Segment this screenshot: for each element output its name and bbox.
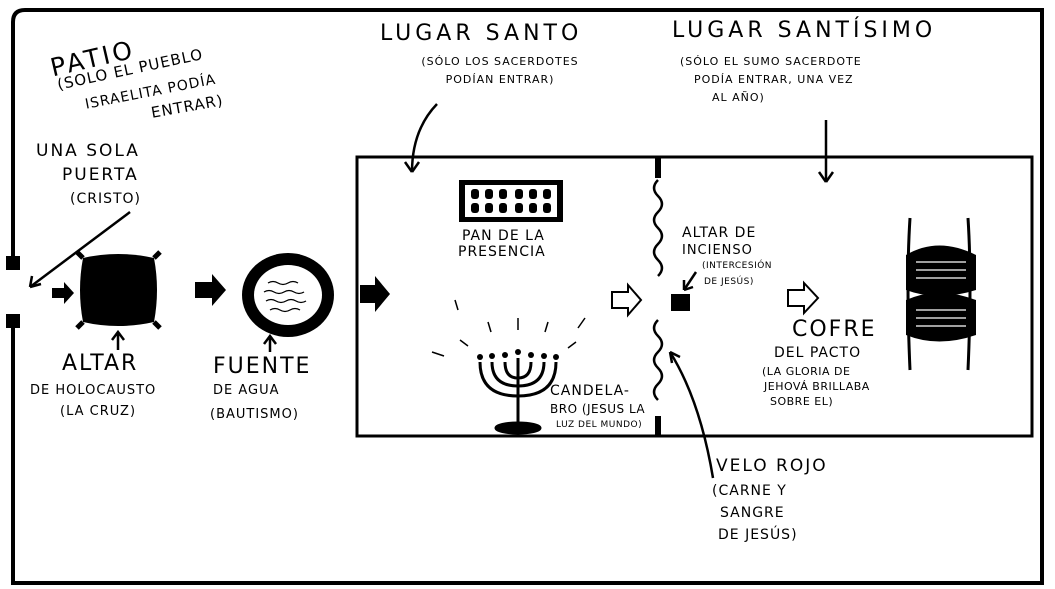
incense-label-2: INCIENSO xyxy=(682,243,753,258)
altar-of-incense xyxy=(671,294,690,311)
lampstand-label-2: BRO (JESUS LA xyxy=(550,402,646,416)
pointer-door-head xyxy=(28,275,42,289)
arrow-5 xyxy=(787,280,820,316)
holy-place-note-1: (SÓLO LOS SACERDOTES xyxy=(421,55,579,68)
pointer-altar xyxy=(111,329,125,350)
arrow-3 xyxy=(360,276,390,312)
bread-label-1: PAN DE LA xyxy=(462,228,545,244)
door-label-1: UNA SOLA xyxy=(36,141,140,161)
pointer-incense-head xyxy=(682,280,694,292)
ark-sub: DEL PACTO xyxy=(774,345,862,361)
ark-title: COFRE xyxy=(792,317,877,342)
lampstand-rays xyxy=(431,299,586,357)
incense-meaning-2: DE JESÚS) xyxy=(704,277,754,287)
ark-of-the-covenant xyxy=(906,217,976,371)
veil-title: VELO ROJO xyxy=(716,456,828,476)
pointer-holy-place xyxy=(410,103,438,173)
laver-title: FUENTE xyxy=(213,354,312,379)
door-post-bottom xyxy=(6,314,20,328)
pointer-holy-place-head xyxy=(403,161,421,173)
lampstand-label-3: LUZ DEL MUNDO) xyxy=(556,420,643,430)
altar-sub: DE HOLOCAUSTO xyxy=(30,383,157,398)
door-post-top xyxy=(6,256,20,270)
pointer-veil xyxy=(668,351,715,479)
ark-meaning-1: (LA GLORIA DE xyxy=(762,365,851,378)
pointer-most-holy-head xyxy=(817,171,835,183)
pointer-arrows xyxy=(28,103,835,479)
ark-meaning-3: SOBRE EL) xyxy=(770,395,834,408)
arrow-2 xyxy=(195,274,226,306)
pointer-laver xyxy=(263,333,277,352)
incense-meaning-1: (INTERCESIÓN xyxy=(702,261,773,271)
outline-arrows xyxy=(611,280,820,318)
arrow-1 xyxy=(52,282,74,304)
altar-meaning: (LA CRUZ) xyxy=(60,404,137,419)
pointer-veil-head xyxy=(668,350,681,364)
flow-arrows xyxy=(52,274,390,312)
altar-legs xyxy=(75,250,162,330)
most-holy-place-title: LUGAR SANTÍSIMO xyxy=(672,18,937,43)
pointer-incense xyxy=(682,271,698,291)
lampstand-label-1: CANDELA- xyxy=(550,383,630,399)
arrow-4 xyxy=(611,282,643,318)
laver-meaning: (BAUTISMO) xyxy=(210,407,299,422)
bread-label-2: PRESENCIA xyxy=(458,244,546,260)
lampstand xyxy=(478,358,558,435)
veil xyxy=(652,158,664,436)
veil-meaning-3: DE JESÚS) xyxy=(718,527,798,543)
ark-meaning-2: JEHOVÁ BRILLABA xyxy=(764,380,870,393)
veil-meaning-1: (CARNE Y xyxy=(712,483,787,499)
door-meaning: (CRISTO) xyxy=(70,191,142,207)
table-of-showbread xyxy=(459,180,563,222)
courtyard-wall xyxy=(11,8,1044,585)
pointer-door xyxy=(29,211,131,288)
door-label-2: PUERTA xyxy=(62,165,139,185)
holy-place-note-2: PODÍAN ENTRAR) xyxy=(445,73,555,86)
holy-place-title: LUGAR SANTO xyxy=(380,21,583,46)
tent-outline xyxy=(355,155,1034,438)
incense-label-1: ALTAR DE xyxy=(682,225,757,241)
altar-title: ALTAR xyxy=(62,351,139,376)
altar-of-burnt-offering xyxy=(80,254,157,326)
laver-sub: DE AGUA xyxy=(213,383,280,398)
most-holy-place-note-1: (SÓLO EL SUMO SACERDOTE xyxy=(680,55,862,68)
most-holy-place-note-2: PODÍA ENTRAR, UNA VEZ xyxy=(694,73,854,86)
most-holy-place-note-3: AL AÑO) xyxy=(712,91,765,104)
veil-meaning-2: SANGRE xyxy=(720,505,785,521)
lampstand-flames xyxy=(477,349,559,360)
laver xyxy=(242,253,334,337)
